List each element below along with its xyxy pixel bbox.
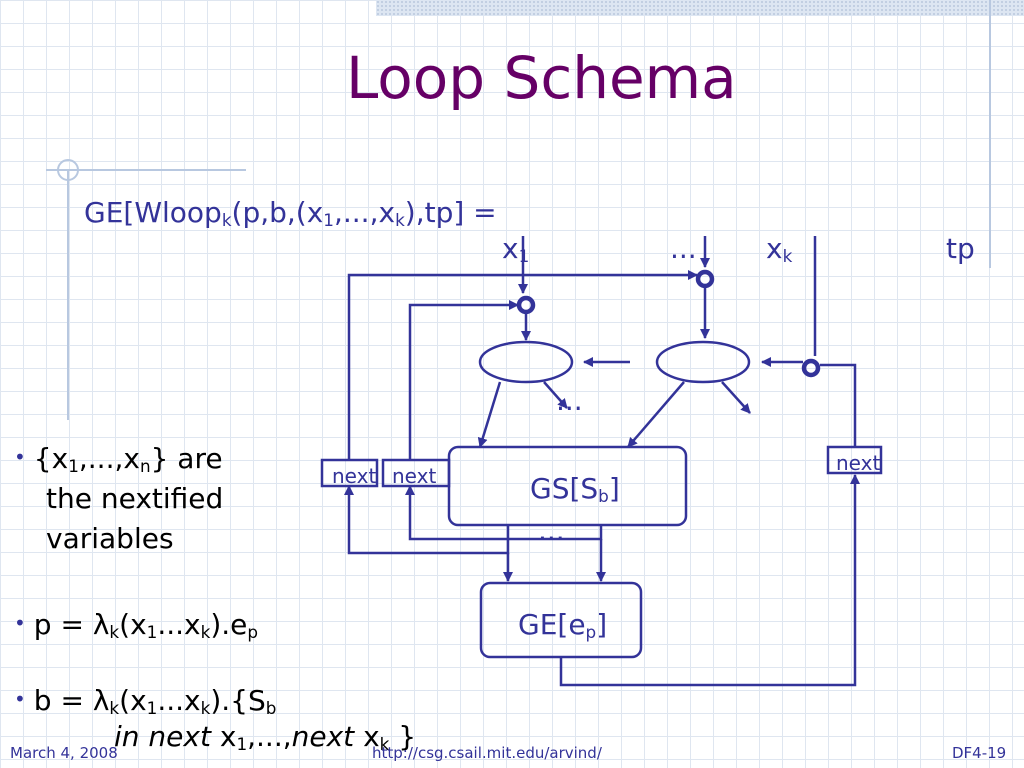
switch-ellipse-1 [478,340,574,384]
merge-circle-k [801,358,821,378]
ge-label: GE[ep] [518,608,608,643]
merge-circle-1 [516,295,536,315]
header-band [376,0,1024,16]
mid-dots: ... [556,384,583,417]
bullet-nextified-line2: the nextified [46,482,224,515]
next-label-left-2: next [392,464,437,488]
footer-date: March 4, 2008 [10,744,118,762]
gs-label: GS[Sb] [530,472,620,507]
bullet-nextified: •{x1,...,xn} are [14,442,223,477]
next-box-left-2 [381,458,451,488]
label-tp: tp [946,232,975,265]
bullet-p-definition: •p = λk(x1...xk).ep [14,608,259,643]
ge-definition: GE[Wloopk(p,b,(x1,...,xk),tp] = [84,196,497,231]
merge-circle-2 [695,269,715,289]
bullet-b-definition: •b = λk(x1...xk).{Sb [14,684,277,719]
label-x1: x1 [502,232,530,267]
bullet-nextified-line3: variables [46,522,174,555]
switch-ellipse-2 [655,340,751,384]
label-top-dots: ... [670,232,697,265]
next-label-left-1: next [332,464,377,488]
label-xk: xk [766,232,793,267]
footer-slide-id: DF4-19 [952,744,1007,762]
lower-dots: ... [538,514,565,547]
slide-title: Loop Schema [346,44,737,112]
next-label-right: next [836,451,881,475]
footer-url[interactable]: http://csg.csail.mit.edu/arvind/ [372,744,602,762]
bullet-b-line2: in next x1,...,next xk } [114,720,417,755]
